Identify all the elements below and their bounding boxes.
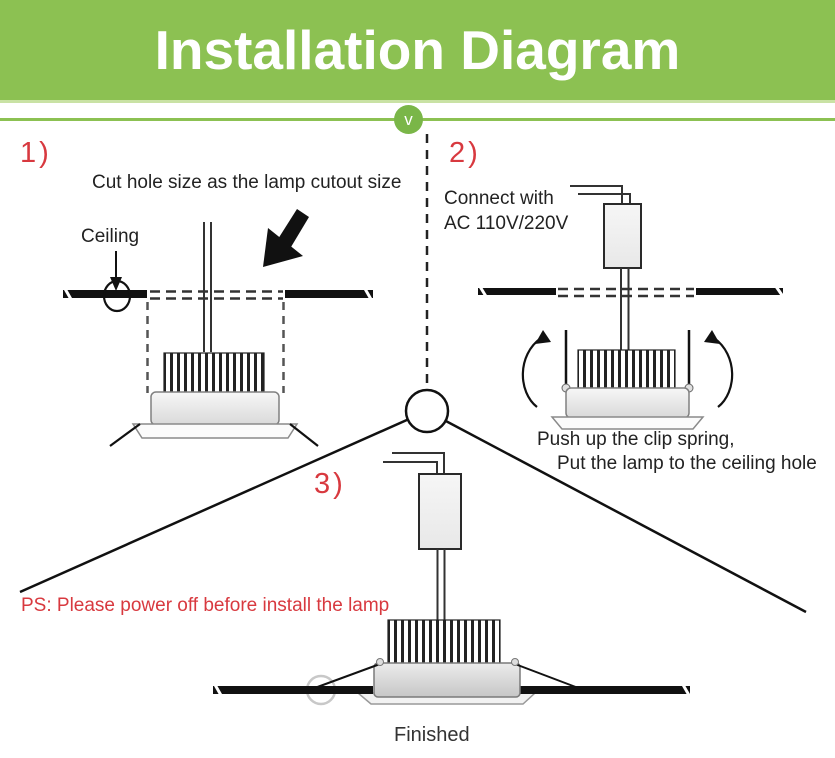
step2-connect-line2: AC 110V/220V <box>444 213 569 234</box>
step2-number: 2) <box>449 137 481 169</box>
step3-diagram <box>212 452 692 706</box>
lamp-heatsink-fins <box>163 352 265 394</box>
step1-diagram <box>62 209 374 447</box>
beam-cut-mark <box>773 284 786 299</box>
beam-cut-mark <box>212 682 224 698</box>
rotate-arrow-left-icon <box>521 330 551 408</box>
down-left-arrow-icon <box>263 209 309 267</box>
step3-ceiling-right-beam <box>520 686 690 694</box>
v-marker-icon: v <box>394 105 423 134</box>
lamp-body <box>565 387 690 419</box>
flow-hub-circle <box>404 388 450 434</box>
beam-cut-mark <box>62 286 74 302</box>
step3-number: 3) <box>314 468 346 500</box>
led-driver-box <box>603 203 642 269</box>
mains-wire <box>383 461 438 474</box>
mains-wire <box>578 193 631 204</box>
lamp-trim-flange <box>550 416 705 430</box>
step1-ceiling-right-beam <box>285 290 373 298</box>
v-marker-letter: v <box>404 110 413 129</box>
ceiling-pointer-arrowhead <box>110 277 122 291</box>
lamp-body <box>150 391 280 426</box>
spring-clip <box>289 423 319 447</box>
page-title: Installation Diagram <box>154 19 681 81</box>
spring-clip <box>109 423 141 447</box>
spring-clip-spread <box>311 663 381 690</box>
step3-ceiling-left-beam <box>213 686 373 694</box>
step2-ceiling-left-beam <box>478 288 556 295</box>
step2-note-line2: Put the lamp to the ceiling hole <box>557 453 817 474</box>
flow-line-left <box>19 409 428 594</box>
beam-cut-mark <box>362 286 374 302</box>
step2-connect-line1: Connect with <box>444 188 554 209</box>
step2-diagram <box>477 185 786 430</box>
beam-cut-mark <box>680 682 692 698</box>
step2-ceiling-right-beam <box>696 288 783 295</box>
mains-wire <box>392 452 445 474</box>
flow-line-right <box>426 409 807 614</box>
mains-wire <box>570 185 623 204</box>
header-banner: Installation Diagram <box>0 0 835 103</box>
ceiling-label: Ceiling <box>81 226 140 247</box>
power-off-warning: PS: Please power off before install the … <box>21 595 390 616</box>
step1-caption: Cut hole size as the lamp cutout size <box>92 172 402 193</box>
lamp-heatsink-fins <box>387 619 501 665</box>
clip-pivot-dot <box>511 658 519 666</box>
lamp-heatsink-fins <box>577 349 676 389</box>
flow-connectors <box>19 134 807 614</box>
finished-label: Finished <box>394 724 470 746</box>
rotate-arrow-right-icon <box>704 330 734 408</box>
spring-clip-spread <box>514 663 582 690</box>
lamp-body <box>373 662 521 698</box>
beam-cut-mark <box>477 284 489 299</box>
clip-pivot-dot <box>376 658 384 666</box>
step2-note-line1: Push up the clip spring, <box>537 429 735 450</box>
lamp-trim-flange <box>131 423 299 439</box>
led-driver-box <box>418 473 462 550</box>
step1-number: 1) <box>20 137 52 169</box>
